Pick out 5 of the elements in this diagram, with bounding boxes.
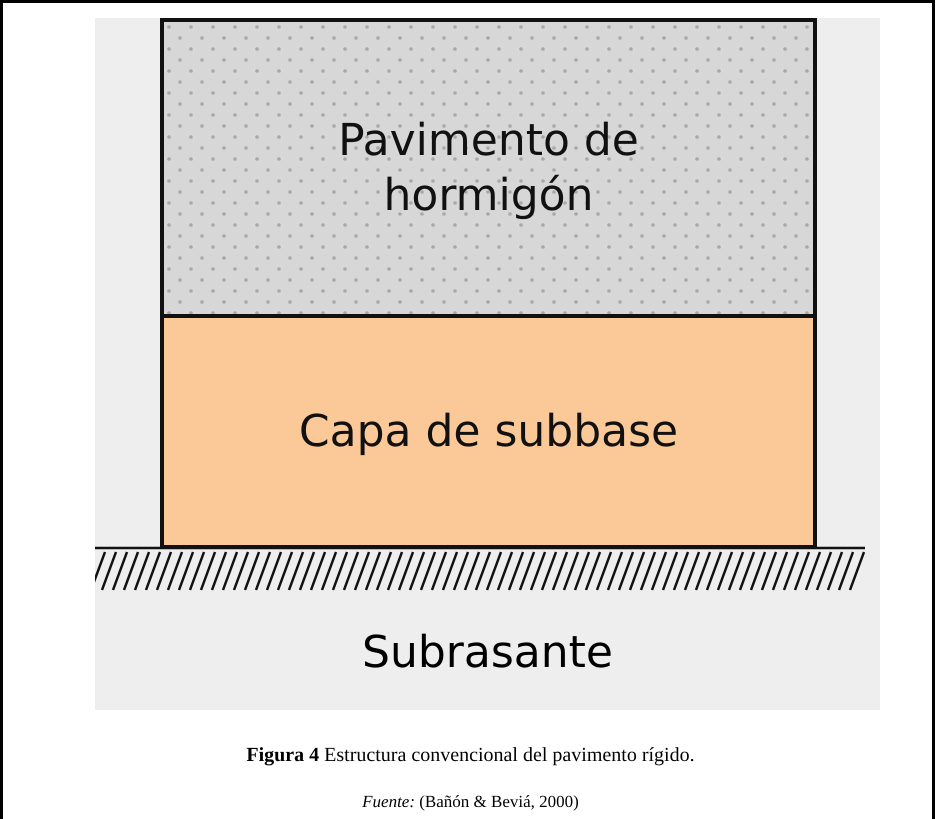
layer-label: Capa de subbase (298, 405, 678, 459)
figure-caption: Figura 4 Estructura convencional del pavimento rígido. (245, 744, 696, 767)
layer-label: Subrasante (362, 626, 613, 680)
layer-label: Pavimento de hormigón (337, 114, 640, 223)
source-note: Fuente: (Bañón & Beviá, 2000) (361, 792, 580, 812)
